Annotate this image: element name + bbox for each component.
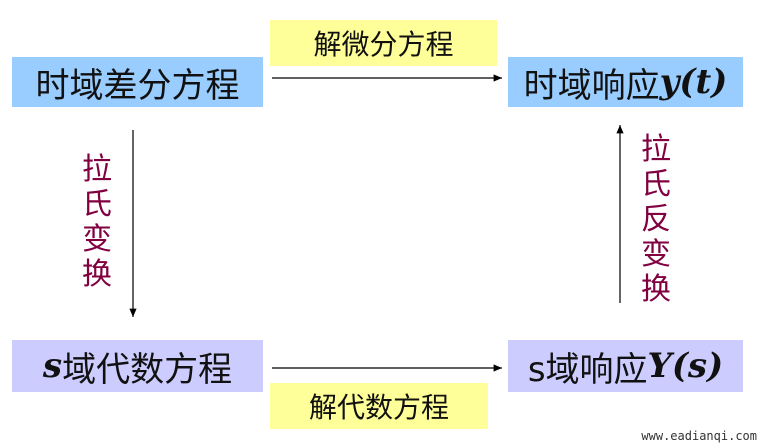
solve-differential-equation-label: 解微分方程: [313, 28, 454, 61]
time-domain-difference-equation-label: 时域差分方程: [35, 65, 240, 106]
time-domain-response-prefix: 时域响应: [523, 65, 660, 106]
solve-algebraic-equation-label: 解代数方程: [308, 391, 449, 424]
time-domain-response-var: y: [659, 62, 680, 102]
inverse-laplace-char-1: 拉: [641, 132, 671, 167]
laplace-transform-label: 拉 氏 变 换: [77, 152, 117, 292]
solve-algebraic-equation-label-box: 解代数方程: [270, 383, 488, 429]
s-domain-response-prefix: s域响应: [527, 349, 648, 390]
time-domain-response-arg: t: [695, 62, 712, 102]
solve-differential-equation-label-box: 解微分方程: [270, 20, 497, 66]
inverse-laplace-char-5: 换: [641, 272, 671, 307]
inverse-laplace-transform-label: 拉 氏 反 变 换: [636, 132, 676, 307]
s-domain-var: s: [42, 346, 63, 386]
watermark: www.eadianqi.com: [641, 429, 757, 443]
s-domain-response-var: Y: [647, 346, 672, 386]
laplace-char-4: 换: [82, 257, 112, 292]
s-domain-response-arg: s: [687, 346, 708, 386]
laplace-char-2: 氏: [82, 187, 112, 222]
laplace-char-3: 变: [82, 222, 112, 257]
inverse-laplace-char-4: 变: [641, 237, 671, 272]
s-domain-algebraic-equation-label: 域代数方程: [62, 349, 233, 390]
laplace-char-1: 拉: [82, 152, 112, 187]
inverse-laplace-char-2: 氏: [641, 167, 671, 202]
time-domain-difference-equation-box: 时域差分方程: [12, 57, 263, 107]
inverse-laplace-char-3: 反: [641, 202, 671, 237]
